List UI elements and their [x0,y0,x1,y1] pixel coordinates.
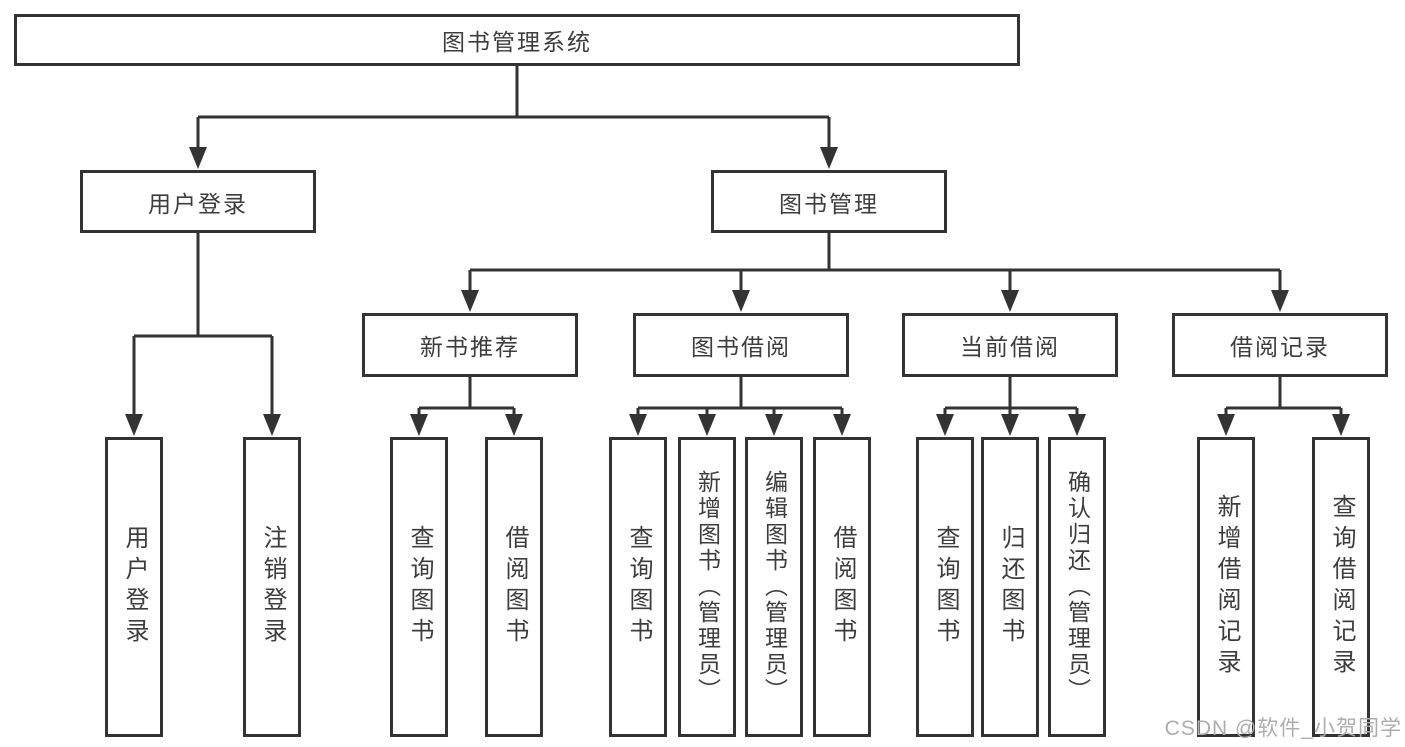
node-user-login: 用户登录 [80,170,316,233]
arrowhead [1001,414,1019,436]
arrowhead [1001,290,1019,312]
connector-newbook-to-leaves [417,377,516,419]
arrowhead [936,414,954,436]
arrowhead [410,414,428,436]
leaf-user-login-label: 用户登录 [121,525,148,649]
connector-userlogin-to-leaves [132,233,274,419]
arrowhead [732,290,750,312]
leaf-borrow-books: 借阅图书 [813,437,871,737]
arrowhead [1217,414,1235,436]
node-book-borrow: 图书借阅 [633,313,849,377]
leaf-query-books-borrow-label: 查询图书 [625,525,652,649]
leaf-query-books-current: 查询图书 [916,437,974,737]
arrowhead [461,290,479,312]
node-book-management-label: 图书管理 [779,190,879,217]
leaf-edit-books-admin: 编辑图书（管理员） [745,437,803,737]
node-book-borrow-label: 图书借阅 [691,334,791,360]
node-new-book-recommend: 新书推荐 [362,313,578,377]
leaf-user-login: 用户登录 [105,437,163,737]
node-root: 图书管理系统 [14,14,1020,66]
arrowhead [1271,290,1289,312]
connector-records-to-leaves [1224,377,1343,419]
arrowhead [125,414,143,436]
node-current-borrow-label: 当前借阅 [960,334,1060,360]
node-current-borrow: 当前借阅 [902,313,1118,377]
node-root-label: 图书管理系统 [442,29,592,55]
arrowhead [189,147,207,169]
node-book-management: 图书管理 [711,170,947,233]
arrowhead [833,414,851,436]
arrowhead [698,414,716,436]
arrowhead [263,414,281,436]
leaf-add-borrow-record-label: 新增借阅记录 [1213,494,1240,680]
leaf-return-books: 归还图书 [981,437,1039,737]
arrowhead [1332,414,1350,436]
arrowhead [765,414,783,436]
arrowhead [820,147,838,169]
leaf-borrow-books-label: 借阅图书 [829,525,856,649]
leaf-logout: 注销登录 [243,437,301,737]
arrowhead [629,414,647,436]
leaf-confirm-return-admin-label: 确认归还（管理员） [1064,470,1091,704]
node-borrow-records-label: 借阅记录 [1230,334,1330,360]
leaf-query-borrow-record: 查询借阅记录 [1312,437,1370,737]
arrowhead [1068,414,1086,436]
leaf-borrow-books-recommend-label: 借阅图书 [501,525,528,649]
connector-current-to-leaves [943,377,1079,419]
leaf-add-books-admin-label: 新增图书（管理员） [694,470,721,704]
leaf-query-borrow-record-label: 查询借阅记录 [1328,494,1355,680]
leaf-edit-books-admin-label: 编辑图书（管理员） [761,470,788,704]
leaf-query-books-recommend-label: 查询图书 [406,525,433,649]
leaf-query-books-recommend: 查询图书 [390,437,448,737]
connector-bookmgmt-to-level3 [468,233,1282,295]
leaf-return-books-label: 归还图书 [997,525,1024,649]
arrowhead [505,414,523,436]
leaf-confirm-return-admin: 确认归还（管理员） [1048,437,1106,737]
connector-borrow-to-leaves [636,377,844,419]
leaf-borrow-books-recommend: 借阅图书 [485,437,543,737]
leaf-query-books-borrow: 查询图书 [609,437,667,737]
leaf-add-books-admin: 新增图书（管理员） [678,437,736,737]
node-new-book-recommend-label: 新书推荐 [420,334,520,360]
node-borrow-records: 借阅记录 [1172,313,1388,377]
leaf-logout-label: 注销登录 [259,525,286,649]
node-user-login-label: 用户登录 [148,190,248,217]
connector-root-to-level2 [196,66,831,152]
csdn-watermark: CSDN @软件_小贺同学 [1164,717,1402,740]
leaf-add-borrow-record: 新增借阅记录 [1197,437,1255,737]
leaf-query-books-current-label: 查询图书 [932,525,959,649]
